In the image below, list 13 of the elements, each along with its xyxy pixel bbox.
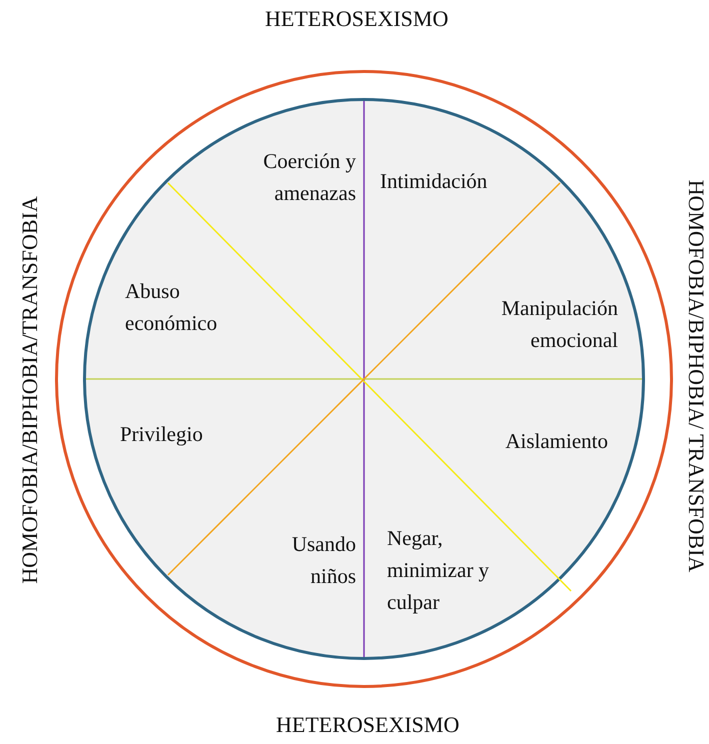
segment-label: Aislamiento bbox=[504, 428, 608, 455]
ring-label: HOMOFOBIA/BIPHOBIA/TRANSFOBIA bbox=[17, 196, 43, 584]
segment-label: Abuso económico bbox=[125, 278, 218, 337]
segment-label: Intimidación bbox=[380, 168, 488, 195]
segment-label: Usando niños bbox=[290, 531, 356, 590]
ring-label: HETEROSEXISMO bbox=[265, 6, 448, 32]
ring-label: HETEROSEXISMO bbox=[276, 712, 460, 738]
segment-label: Privilegio bbox=[120, 421, 204, 448]
segment-label: Coerción y amenazas bbox=[262, 148, 356, 207]
outer-ring bbox=[55, 70, 673, 688]
segment-label: Manipulación emocional bbox=[500, 295, 618, 354]
ring-label: HOMOFOBIA/BIPHOBIA/ TRANSFOBIA bbox=[683, 180, 709, 572]
segment-label: Negar, minimizar y culpar bbox=[387, 525, 490, 616]
